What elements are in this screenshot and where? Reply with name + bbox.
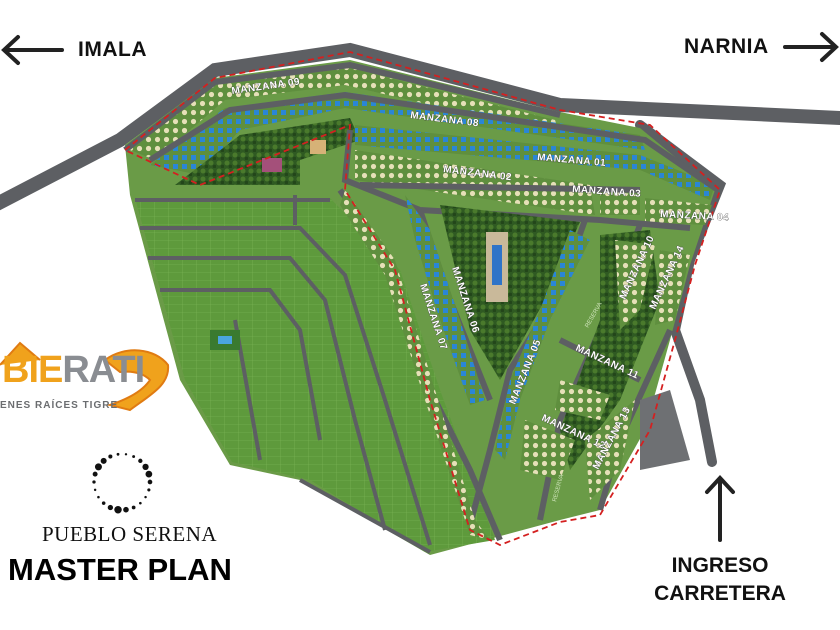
- logo-dot: [142, 463, 149, 471]
- logo-dot: [145, 470, 153, 478]
- logo-dot: [116, 452, 120, 456]
- lots-manzana-08: [150, 92, 645, 175]
- brand-tagline: ENES RAÍCES TIGRE: [0, 400, 119, 411]
- lots-manzana-11: [555, 380, 610, 420]
- lots-manzana-14: [655, 250, 690, 325]
- clubhouse-pool: [492, 245, 502, 285]
- arrow-left-icon: [1, 35, 64, 65]
- logo-dot: [94, 463, 102, 471]
- logo-dot: [92, 480, 96, 484]
- logo-dot: [138, 458, 143, 463]
- logo-dot: [144, 495, 147, 499]
- lots-manzana-02: [355, 150, 595, 215]
- logo-dot: [124, 453, 128, 456]
- lots-manzana-06: [405, 195, 485, 405]
- logo-dot: [131, 505, 136, 510]
- playground: [310, 140, 326, 154]
- lots-manzana-01: [355, 125, 715, 200]
- page-title: MASTER PLAN: [8, 552, 232, 587]
- logo-dot: [92, 471, 98, 477]
- logo-dot: [108, 454, 113, 459]
- arrow-right-icon: [783, 32, 839, 62]
- brand-name: BIERATI: [2, 349, 145, 391]
- property-boundary: [123, 51, 722, 546]
- arrow-up-icon: [705, 475, 735, 542]
- lots-manzana-04: [645, 198, 712, 225]
- logo-dot: [147, 488, 151, 492]
- lots-manzana-03: [600, 190, 640, 215]
- park-area: [175, 118, 360, 185]
- lots-manzana-13: [585, 400, 635, 500]
- logo-dot: [93, 488, 97, 492]
- tiger-logo-icon: [0, 341, 170, 412]
- grid-streets: [135, 195, 432, 554]
- lots-manzana-09-outer: [130, 68, 560, 160]
- logo-dot: [123, 506, 129, 513]
- logo-dot: [114, 505, 122, 514]
- bienes-raices-tigre-logo: BIERATI ENES RAÍCES TIGRE: [0, 338, 175, 418]
- pool: [218, 336, 232, 344]
- pueblo-serena-logo: [92, 452, 153, 514]
- logo-dot: [100, 457, 107, 464]
- logo-dot: [132, 455, 136, 458]
- label-manzana-04: MANZANA 04: [660, 209, 730, 224]
- lots-manzana-07: [340, 190, 490, 540]
- lots-manzana-10: [615, 240, 655, 330]
- logo-dot: [139, 501, 142, 505]
- project-name: PUEBLO SERENA: [42, 522, 218, 546]
- access-roads: [0, 42, 840, 467]
- lots-manzana-12: [520, 420, 575, 480]
- label-manzana-03: MANZANA 03: [572, 184, 642, 200]
- logo-dot: [101, 501, 106, 505]
- lots-manzana-05: [495, 230, 590, 460]
- parking-lot: [640, 390, 690, 470]
- sports-court: [262, 158, 282, 172]
- direction-narnia: NARNIA: [684, 35, 769, 58]
- logo-dot: [147, 479, 153, 485]
- logo-dot: [107, 504, 114, 511]
- direction-imala: IMALA: [78, 38, 147, 61]
- logo-dot: [97, 495, 100, 499]
- forest-reserve: [440, 205, 580, 380]
- entrance-label: INGRESO CARRETERA: [654, 554, 786, 605]
